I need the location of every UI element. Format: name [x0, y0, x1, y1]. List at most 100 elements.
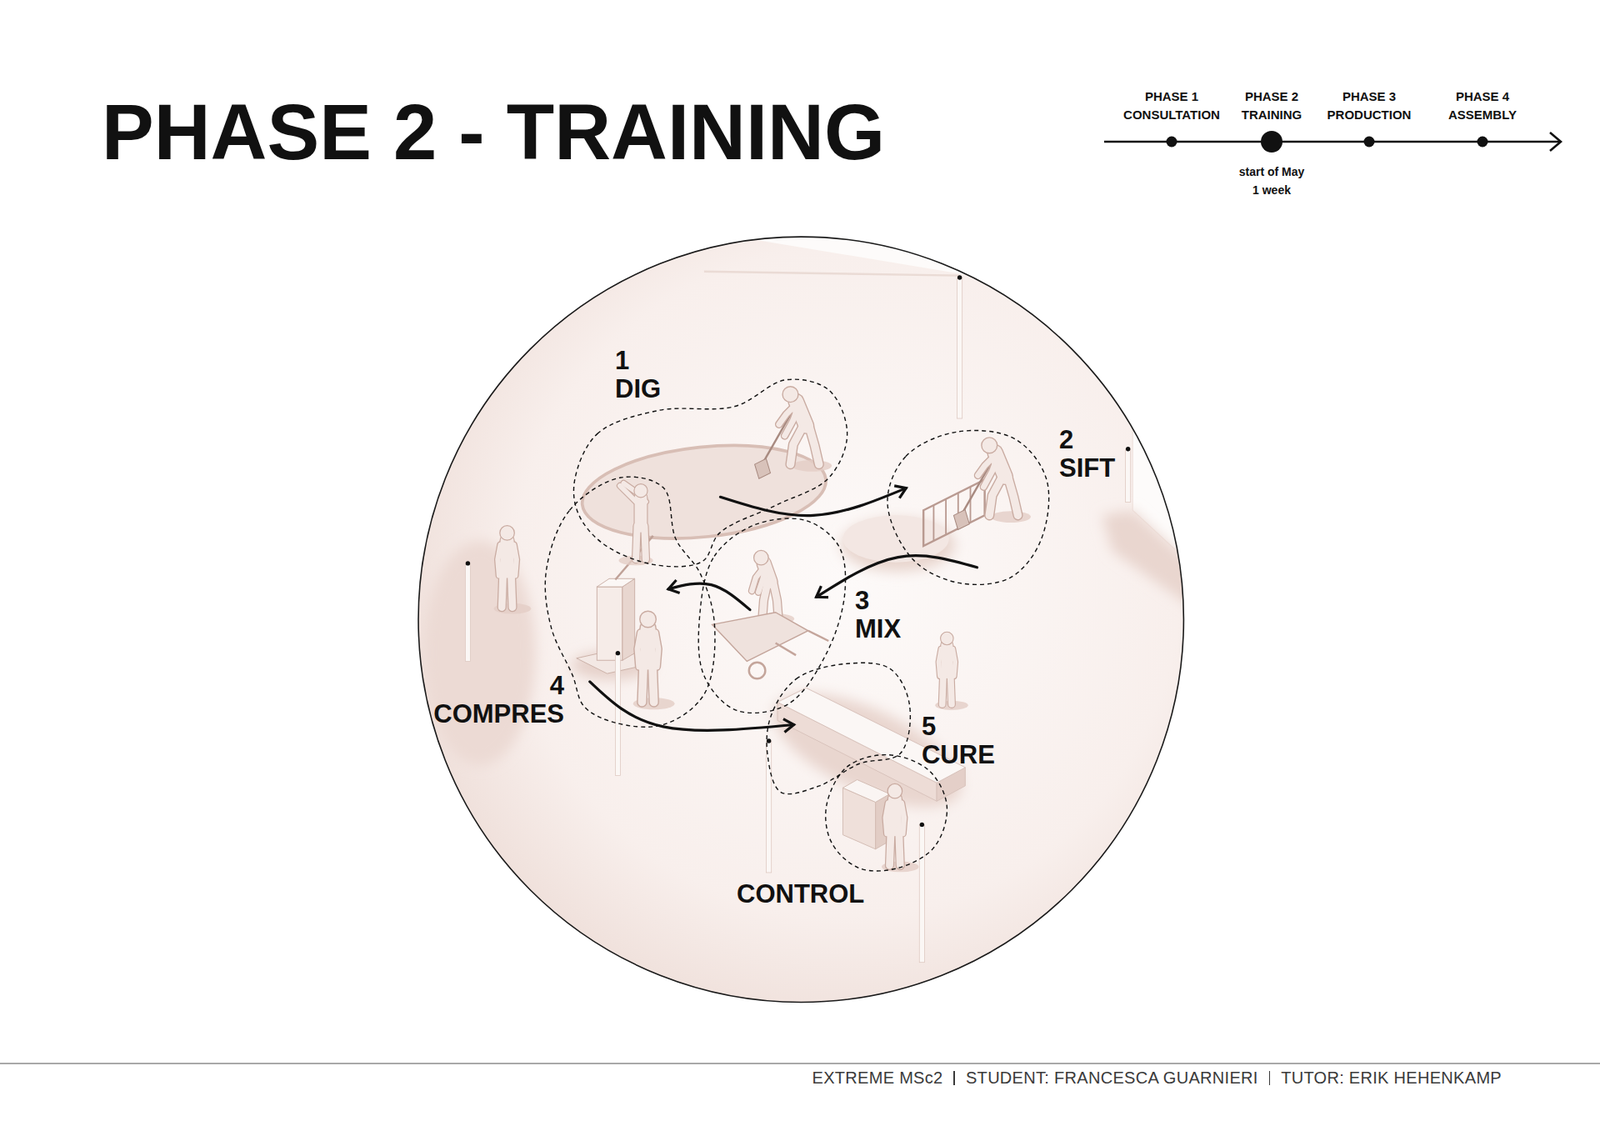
figure-head [634, 484, 648, 498]
step-label: 1DIG [615, 346, 661, 404]
timeline-dot [1364, 136, 1375, 148]
limb-outline [510, 571, 513, 608]
limb [762, 581, 768, 618]
step-zone: 2SIFT [905, 449, 1030, 568]
limb [989, 476, 1002, 515]
footer-credit: TUTOR: ERIK HEHENKAMP [1280, 1067, 1502, 1088]
dashed-outline-path [698, 518, 845, 713]
dashed-outline [571, 500, 669, 682]
step-number: 1 [615, 346, 661, 375]
timeline-dot-current [1260, 130, 1283, 153]
dashed-outline [653, 408, 807, 498]
label-holder: PHASE 2 [1245, 89, 1299, 105]
dashed-outline-path [573, 379, 847, 567]
barrow-tray [712, 612, 809, 662]
timeline-dot [1166, 136, 1178, 148]
limb-outline [641, 662, 644, 703]
limb [950, 672, 952, 705]
limb [652, 662, 655, 703]
step-zone: 4COMPRES [571, 500, 669, 682]
duration-note: 1 week [1252, 182, 1291, 198]
limb [890, 829, 892, 865]
label-holder: start of May [1239, 164, 1305, 180]
barrow-handle [775, 642, 796, 655]
limb-outline [899, 829, 901, 865]
diagram-title: PHASE 2 - TRAINING [101, 93, 885, 172]
figure-shadow [990, 510, 1031, 523]
press-side [622, 578, 635, 660]
wheelbarrow [712, 612, 830, 680]
limb-outline [1008, 476, 1019, 515]
limb [899, 829, 901, 865]
focus-circle [418, 236, 1184, 1002]
dashed-outline-path [887, 430, 1050, 585]
timeline-arrowhead [1550, 132, 1561, 151]
step-name: CONTROL [736, 880, 865, 909]
figure-head [887, 783, 903, 799]
dashed-outline-path [825, 755, 948, 871]
worker-figure [953, 437, 1031, 530]
flow-arrow [816, 555, 978, 598]
limb [641, 662, 644, 703]
figure-head [640, 610, 657, 628]
step-zone: 5CURE [794, 694, 899, 766]
step-number: 5 [921, 712, 995, 741]
ground [408, 224, 1205, 1020]
figure-shadow [791, 460, 832, 472]
phase-name: CONSULTATION [1123, 107, 1220, 123]
dashed-outline-path [766, 662, 910, 794]
flow-arrow [590, 681, 795, 730]
step-name: DIG [615, 375, 661, 404]
figure-head [981, 437, 998, 454]
label-holder: ASSEMBLY [1448, 107, 1517, 123]
pole [465, 563, 470, 662]
phase-number: PHASE 1 [1145, 89, 1199, 105]
step-name: CURE [921, 740, 995, 770]
label-holder: TRAINING [1241, 107, 1303, 123]
pole [615, 653, 620, 776]
limb [809, 425, 820, 465]
screen-slat [932, 505, 935, 541]
press-front [596, 586, 623, 660]
step-label: CONTROL [736, 880, 865, 909]
step-zone: 1DIG [653, 408, 807, 498]
figure-head [500, 525, 515, 541]
step-label: 5CURE [921, 712, 995, 770]
phase-name: TRAINING [1241, 107, 1303, 123]
flow-arrow [720, 488, 906, 516]
limb [758, 565, 767, 593]
limb-outline [644, 525, 645, 560]
pole [1125, 449, 1131, 503]
timeline-dot [1477, 136, 1489, 148]
label-holder: PRODUCTION [1327, 107, 1412, 123]
phase-name: ASSEMBLY [1448, 107, 1517, 123]
step-name: MIX [855, 615, 901, 644]
limb-outline [762, 581, 768, 618]
worker-figure [935, 631, 968, 710]
worker-figure [619, 483, 654, 565]
wall-shadow [1101, 510, 1199, 612]
control-box [842, 780, 890, 850]
pole-cap [615, 650, 620, 655]
dashed-outline [905, 449, 1030, 568]
step-number: 4 [433, 671, 565, 700]
limb-outline [635, 525, 637, 560]
limb [790, 425, 803, 465]
press-machine [571, 535, 654, 680]
dashed-outline [794, 694, 899, 766]
step-label: 2SIFT [1059, 425, 1115, 483]
scene-clip [408, 224, 1205, 1020]
ceiling-plane [694, 230, 1200, 297]
limb [942, 672, 944, 705]
footer-rule [0, 1062, 1600, 1064]
dashed-outline-path [545, 476, 715, 727]
figures [494, 386, 1031, 873]
pole-cap [465, 560, 470, 565]
limb-outline [652, 662, 655, 703]
label-holder: PHASE 1 [1145, 89, 1199, 105]
figure-head [754, 550, 770, 565]
limb-outline [890, 829, 892, 865]
worker-figure [494, 525, 532, 615]
limb-outline [942, 672, 944, 705]
pole-cap [1125, 446, 1130, 451]
